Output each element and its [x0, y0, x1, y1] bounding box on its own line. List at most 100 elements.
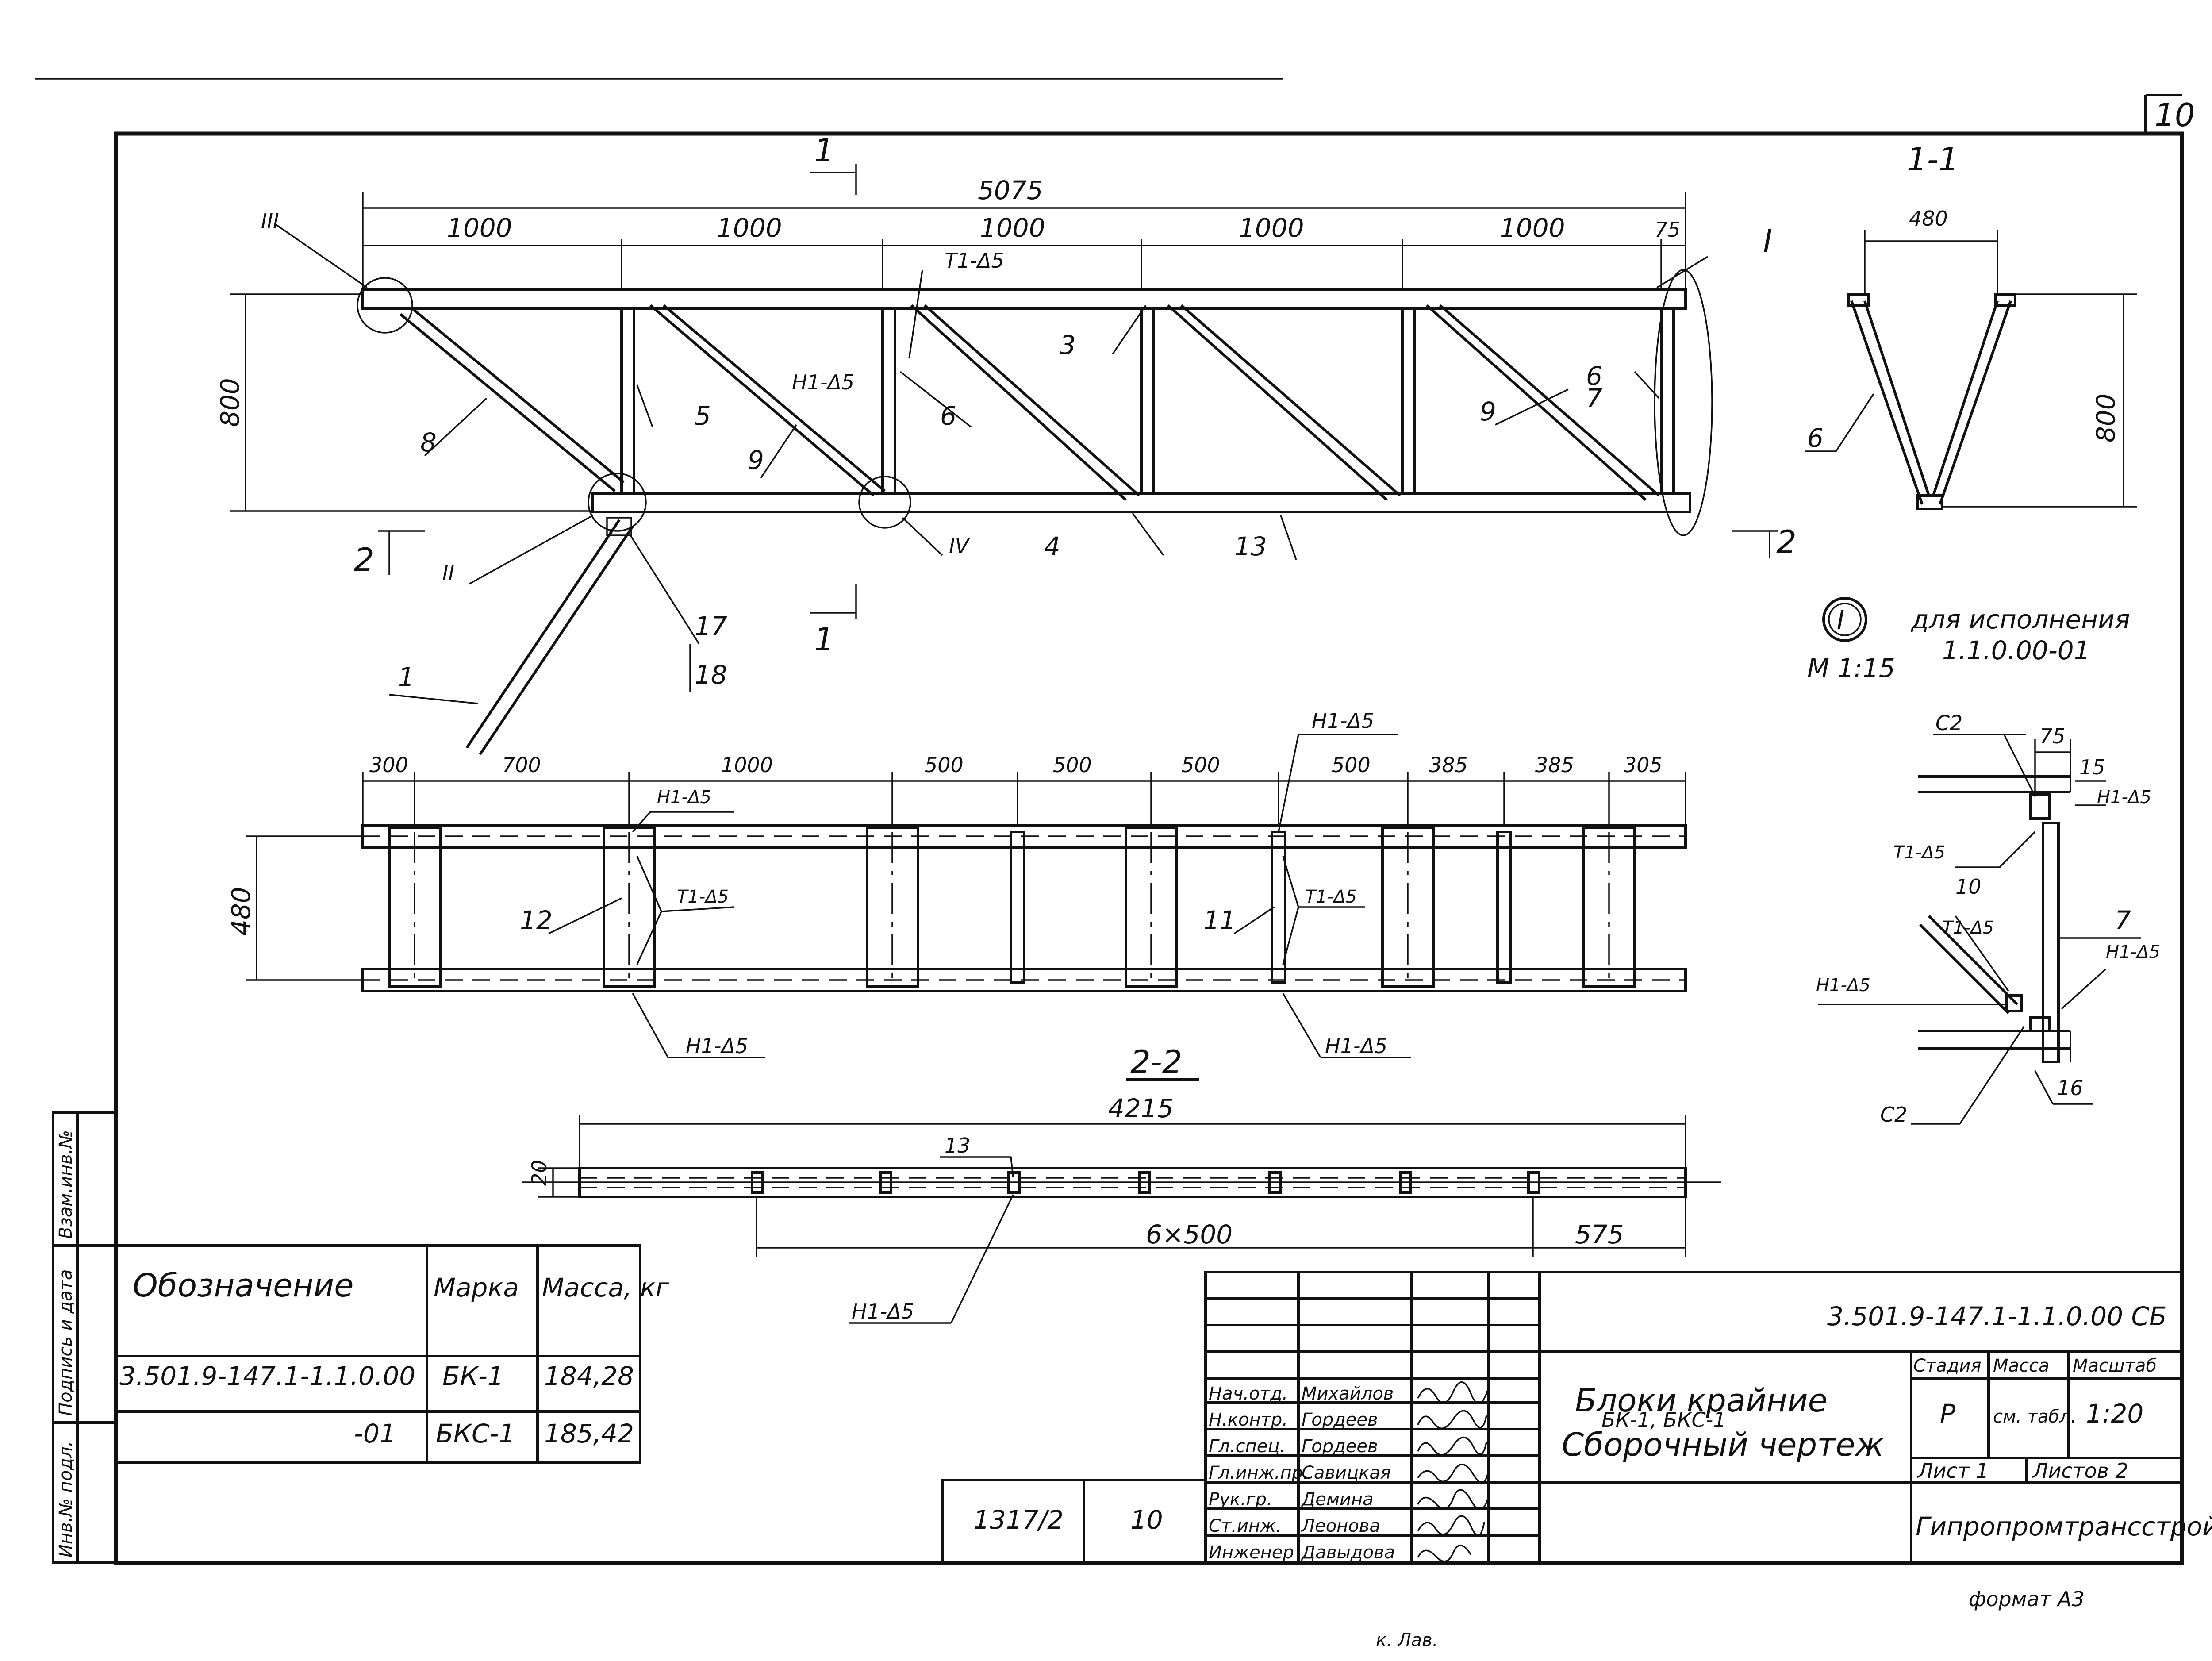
node-I-label-7: 7: [2115, 905, 2131, 935]
table-row-2-mark: БКС-1: [436, 1419, 515, 1449]
plan-view: [246, 734, 1687, 1058]
document-name-3: Сборочный чертеж: [1562, 1426, 1884, 1463]
node-I-callout-inner: [1828, 603, 1862, 636]
table-row-1-designation: 3.501.9-147.1-1.1.0.00: [119, 1361, 415, 1391]
section-2-2-view: [522, 1115, 1721, 1324]
node-I-label-c2-top: С2: [1936, 711, 1962, 735]
node-I-scale: М 1:15: [1807, 653, 1895, 683]
node-I-number: I: [1837, 605, 1844, 635]
panel-dim-5: 1000: [1500, 213, 1565, 243]
overall-length-dim: 5075: [978, 175, 1043, 205]
node-I-callout-circle: [1822, 597, 1867, 642]
plan-width-dim: 480: [226, 887, 256, 936]
position-8: 8: [420, 427, 437, 458]
table-header-designation: Обозначение: [133, 1267, 354, 1304]
position-17: 17: [695, 611, 727, 641]
staff-role-5: Рук.гр.: [1209, 1489, 1272, 1510]
node-IV-label: IV: [949, 534, 971, 558]
section-2-2-height: 20: [527, 1160, 551, 1186]
panel-dim-1: 1000: [447, 213, 512, 243]
table-header-mark: Марка: [434, 1273, 519, 1303]
plan-dim-305: 305: [1624, 753, 1663, 777]
side-stamp-replace-inv: Взам.инв.№: [56, 1130, 76, 1239]
staff-name-1: Михайлов: [1302, 1384, 1394, 1404]
organization-name: Гипропромтрансстрой: [1916, 1511, 2212, 1542]
position-6: 6: [940, 401, 956, 431]
section-1-mark-bottom: 1: [814, 621, 834, 658]
node-I-label-15: 15: [2079, 755, 2105, 779]
plan-weld-t1-b: Т1-Δ5: [1305, 887, 1357, 907]
section-2-mark-left: 2: [354, 541, 374, 578]
plan-dim-700: 700: [502, 753, 541, 777]
plan-weld-n1-c: Н1-Δ5: [1312, 709, 1374, 733]
node-I-label-t1-mid: Т1-Δ5: [1942, 918, 1994, 938]
node-IV-circle: [858, 476, 911, 529]
section-1-1-title: 1-1: [1907, 141, 1959, 178]
scale-label: Масштаб: [2073, 1356, 2157, 1376]
weld-mark-t1: Т1-Δ5: [945, 249, 1004, 273]
node-I-label-10: 10: [1955, 875, 1982, 899]
section-2-2-length: 4215: [1108, 1093, 1174, 1123]
node-I-label-n1-right: Н1-Δ5: [2106, 942, 2160, 962]
node-I-dim-75: 75: [2039, 724, 2066, 748]
plan-position-11: 11: [1203, 905, 1236, 935]
staff-name-6: Леонова: [1301, 1516, 1380, 1536]
section-2-2-position-13: 13: [945, 1134, 971, 1157]
staff-name-5: Демина: [1301, 1489, 1374, 1510]
node-I-label-c2-bottom: С2: [1880, 1103, 1907, 1127]
plan-dim-500-d: 500: [1332, 753, 1371, 777]
truss-height-dim: 800: [215, 378, 245, 427]
plan-position-12: 12: [520, 905, 553, 935]
stage-label: Стадия: [1913, 1356, 1981, 1376]
staff-role-3: Гл.спец.: [1209, 1436, 1285, 1457]
scale-value: 1:20: [2086, 1399, 2143, 1429]
staff-role-1: Нач.отд.: [1209, 1384, 1288, 1404]
plan-dim-385-a: 385: [1429, 753, 1468, 777]
side-stamp-grid: [52, 1111, 117, 1564]
node-III-circle: [357, 277, 413, 334]
node-II-label: II: [442, 561, 454, 584]
side-stamp-inv-orig: Инв.№ подл.: [56, 1441, 76, 1557]
position-4: 4: [1044, 531, 1060, 561]
archive-code: 1317/2: [973, 1505, 1064, 1535]
position-3: 3: [1060, 330, 1076, 360]
staff-name-3: Гордеев: [1302, 1436, 1378, 1457]
node-I-label-n1-top: Н1-Δ5: [2097, 787, 2151, 807]
stage-value: Р: [1940, 1399, 1955, 1429]
table-header-mass: Масса, кг: [542, 1273, 669, 1303]
node-I-label-n1-left: Н1-Δ5: [1816, 975, 1870, 996]
plan-weld-n1-b: Н1-Δ5: [686, 1034, 748, 1058]
panel-dim-6: 75: [1655, 218, 1681, 242]
sheets-label: Листов 2: [2032, 1459, 2128, 1483]
signature-scribbles: [1417, 1381, 1490, 1562]
section-2-2-spacing: 6×500: [1146, 1219, 1233, 1250]
position-18: 18: [695, 660, 727, 690]
section-1-mark-top: 1: [814, 132, 834, 169]
table-row-1-mass: 184,28: [544, 1361, 634, 1391]
staff-role-2: Н.контр.: [1209, 1410, 1288, 1430]
section-2-2-title: 2-2: [1130, 1043, 1183, 1080]
node-I-label-t1-left: Т1-Δ5: [1893, 842, 1945, 863]
node-II-circle: [588, 473, 647, 532]
section-1-1-width: 480: [1909, 207, 1948, 231]
panel-dim-4: 1000: [1239, 213, 1304, 243]
node-I-label-16: 16: [2057, 1076, 2083, 1100]
panel-dim-2: 1000: [717, 213, 782, 243]
section-2-2-end-dim: 575: [1575, 1219, 1624, 1250]
plan-weld-t1-a: Т1-Δ5: [677, 887, 729, 907]
mass-value: см. табл.: [1993, 1407, 2076, 1427]
staff-name-4: Савицкая: [1302, 1463, 1391, 1483]
node-I-caption-1: для исполнения: [1911, 604, 2130, 634]
plan-dim-500-b: 500: [1053, 753, 1092, 777]
position-13: 13: [1234, 531, 1267, 561]
plan-dim-1000: 1000: [721, 753, 773, 777]
panel-dim-3: 1000: [980, 213, 1045, 243]
sheet-number: 10: [2154, 96, 2195, 134]
table-row-1-mark: БК-1: [442, 1361, 504, 1391]
document-name-1: Блоки крайние: [1575, 1382, 1828, 1419]
position-7-right: 7: [1586, 383, 1602, 413]
section-1-1-position: 6: [1807, 423, 1824, 453]
section-2-mark-right: 2: [1776, 523, 1797, 561]
bottom-note: к. Лав.: [1376, 1630, 1438, 1650]
position-9-right: 9: [1480, 396, 1496, 427]
